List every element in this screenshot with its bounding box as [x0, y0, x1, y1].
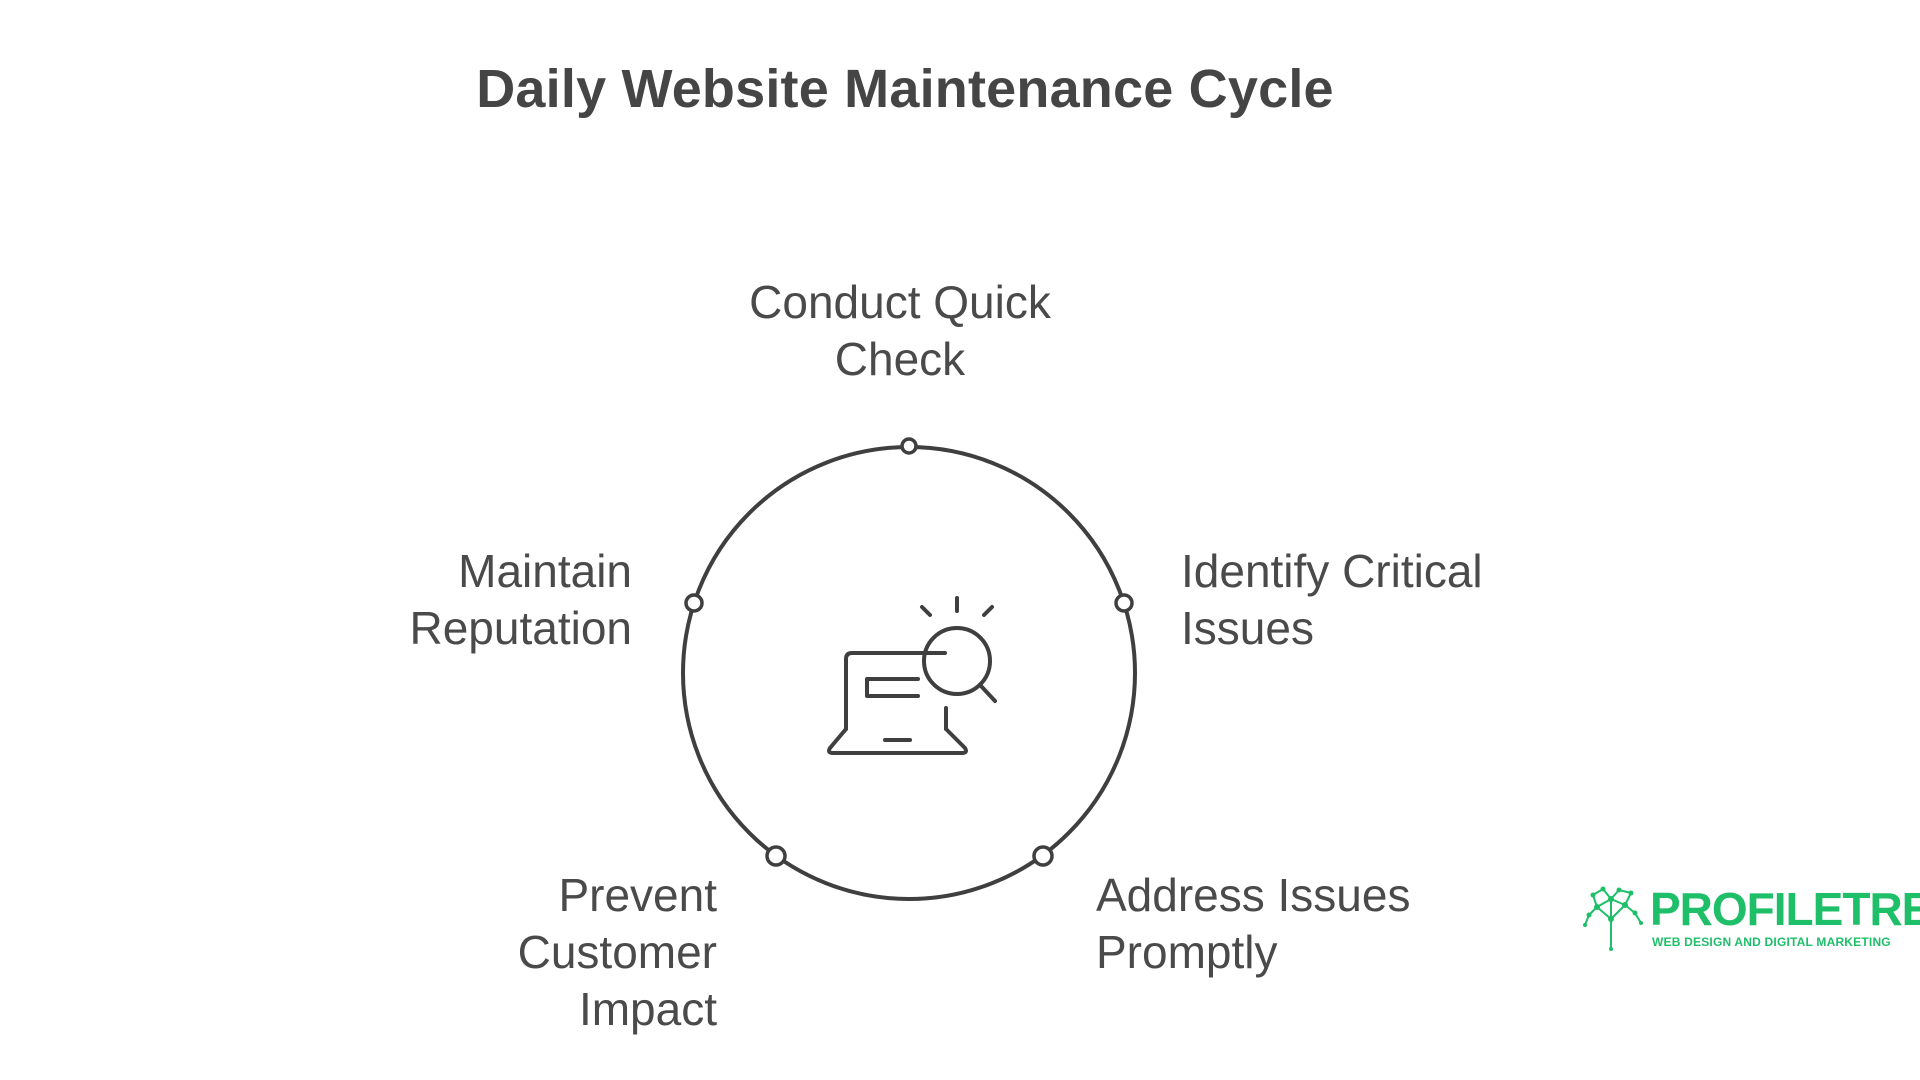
step-label-line: Impact — [578, 983, 717, 1035]
step-label-line: Prevent — [558, 869, 717, 921]
step-label-line: Reputation — [409, 602, 633, 654]
step-label-maintain-reputation: Maintain Reputation — [300, 543, 633, 657]
tree-network-icon — [1583, 886, 1643, 951]
step-label-line: Check — [834, 333, 966, 385]
logo-name: PROFILETREE — [1650, 883, 1920, 935]
step-label-line: Issues — [1181, 602, 1314, 654]
step-node-maintain-reputation — [684, 593, 704, 613]
step-label-line: Customer — [517, 926, 717, 978]
step-node-prevent-customer-impact — [765, 845, 787, 867]
step-label-line: Address Issues — [1096, 869, 1411, 921]
step-label-conduct-quick-check: Conduct Quick Check — [700, 274, 1100, 388]
step-label-identify-critical-issues: Identify Critical Issues — [1181, 543, 1483, 657]
step-label-line: Maintain — [458, 545, 632, 597]
step-node-conduct-quick-check — [900, 437, 918, 455]
logo-tagline: WEB DESIGN AND DIGITAL MARKETING — [1652, 935, 1891, 949]
step-label-prevent-customer-impact: Prevent Customer Impact — [412, 867, 717, 1038]
step-node-identify-critical-issues — [1114, 593, 1134, 613]
profiletree-logo: PROFILETREE WEB DESIGN AND DIGITAL MARKE… — [1583, 883, 1920, 953]
step-label-line: Conduct Quick — [749, 276, 1051, 328]
diagram-title: Daily Website Maintenance Cycle — [476, 59, 1334, 119]
step-label-address-issues-promptly: Address Issues Promptly — [1096, 867, 1410, 981]
laptop-magnifier-icon — [827, 596, 997, 755]
step-label-line: Promptly — [1096, 926, 1278, 978]
step-label-line: Identify Critical — [1181, 545, 1483, 597]
step-node-address-issues-promptly — [1032, 845, 1054, 867]
cycle-ring — [681, 445, 1137, 901]
